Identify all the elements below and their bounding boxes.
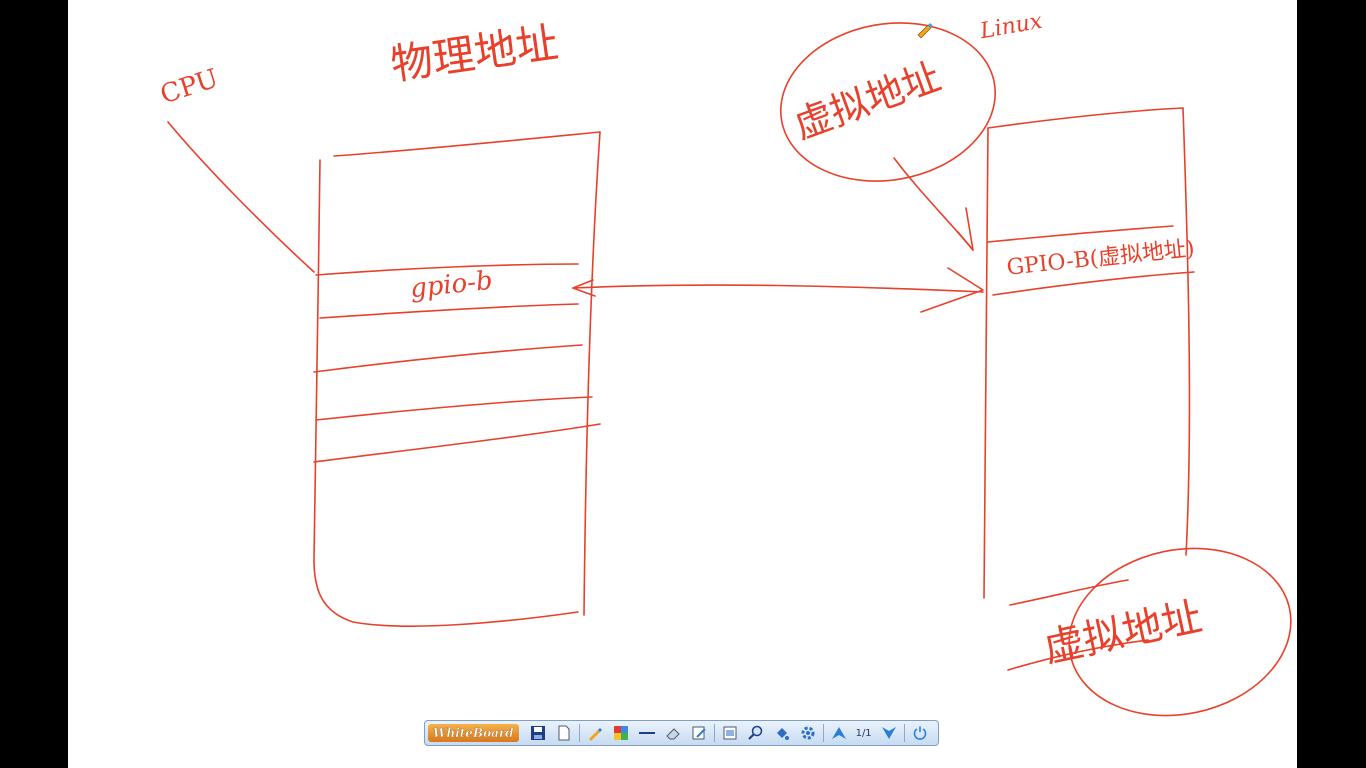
fill-icon[interactable]	[771, 722, 793, 744]
whiteboard-canvas[interactable]: CPU 物理地址 gpio-b Linux 虚拟地址 GPIO-B(虚拟地址) …	[68, 0, 1297, 768]
screenshot-icon[interactable]	[719, 722, 741, 744]
left-box-row-line-2	[319, 303, 579, 319]
zoom-icon[interactable]	[745, 722, 767, 744]
toolbar-divider	[713, 724, 715, 742]
bottom-ellipse-strike-2	[1007, 639, 1149, 671]
left-box-top-edge	[333, 131, 601, 157]
whiteboard-toolbar: WhiteBoard 1/1	[424, 720, 939, 746]
left-box-row-line-4	[315, 396, 593, 421]
new-page-icon[interactable]	[553, 722, 575, 744]
left-box-row-line-5	[313, 423, 601, 463]
mapping-arrow-head-left	[572, 279, 596, 297]
left-box-right-edge	[583, 131, 601, 616]
pen-icon[interactable]	[584, 722, 606, 744]
edit-icon[interactable]	[688, 722, 710, 744]
left-box-left-edge	[313, 159, 579, 627]
pen-cursor-icon	[917, 23, 933, 39]
line-icon[interactable]	[636, 722, 658, 744]
right-box-left-edge	[983, 127, 989, 599]
right-box-top-edge	[987, 107, 1184, 129]
save-icon[interactable]	[527, 722, 549, 744]
prev-page-icon[interactable]	[828, 722, 850, 744]
right-box-row-line-1	[987, 225, 1174, 243]
right-box-right-edge	[1182, 107, 1191, 556]
ink-drawing	[167, 22, 1292, 717]
left-box-row-line-1	[315, 263, 579, 276]
mapping-arrow-head-right	[920, 267, 984, 313]
whiteboard-logo: WhiteBoard	[428, 724, 519, 742]
page-indicator: 1/1	[855, 727, 872, 739]
left-box-row-line-3	[313, 344, 583, 373]
top-ellipse	[779, 22, 997, 182]
eraser-icon[interactable]	[662, 722, 684, 744]
next-page-icon[interactable]	[878, 722, 900, 744]
toolbar-divider	[822, 724, 824, 742]
toolbar-divider	[578, 724, 580, 742]
color-icon[interactable]	[610, 722, 632, 744]
mapping-arrow-line	[572, 284, 984, 293]
toolbar-divider	[903, 724, 905, 742]
top-ellipse-arrow-head	[957, 207, 974, 251]
bottom-ellipse-strike-1	[1009, 579, 1129, 606]
power-icon[interactable]	[909, 722, 931, 744]
settings-icon[interactable]	[797, 722, 819, 744]
right-box-row-line-2	[992, 271, 1195, 296]
cpu-pointer-line	[167, 121, 315, 273]
bottom-ellipse	[1068, 547, 1292, 717]
